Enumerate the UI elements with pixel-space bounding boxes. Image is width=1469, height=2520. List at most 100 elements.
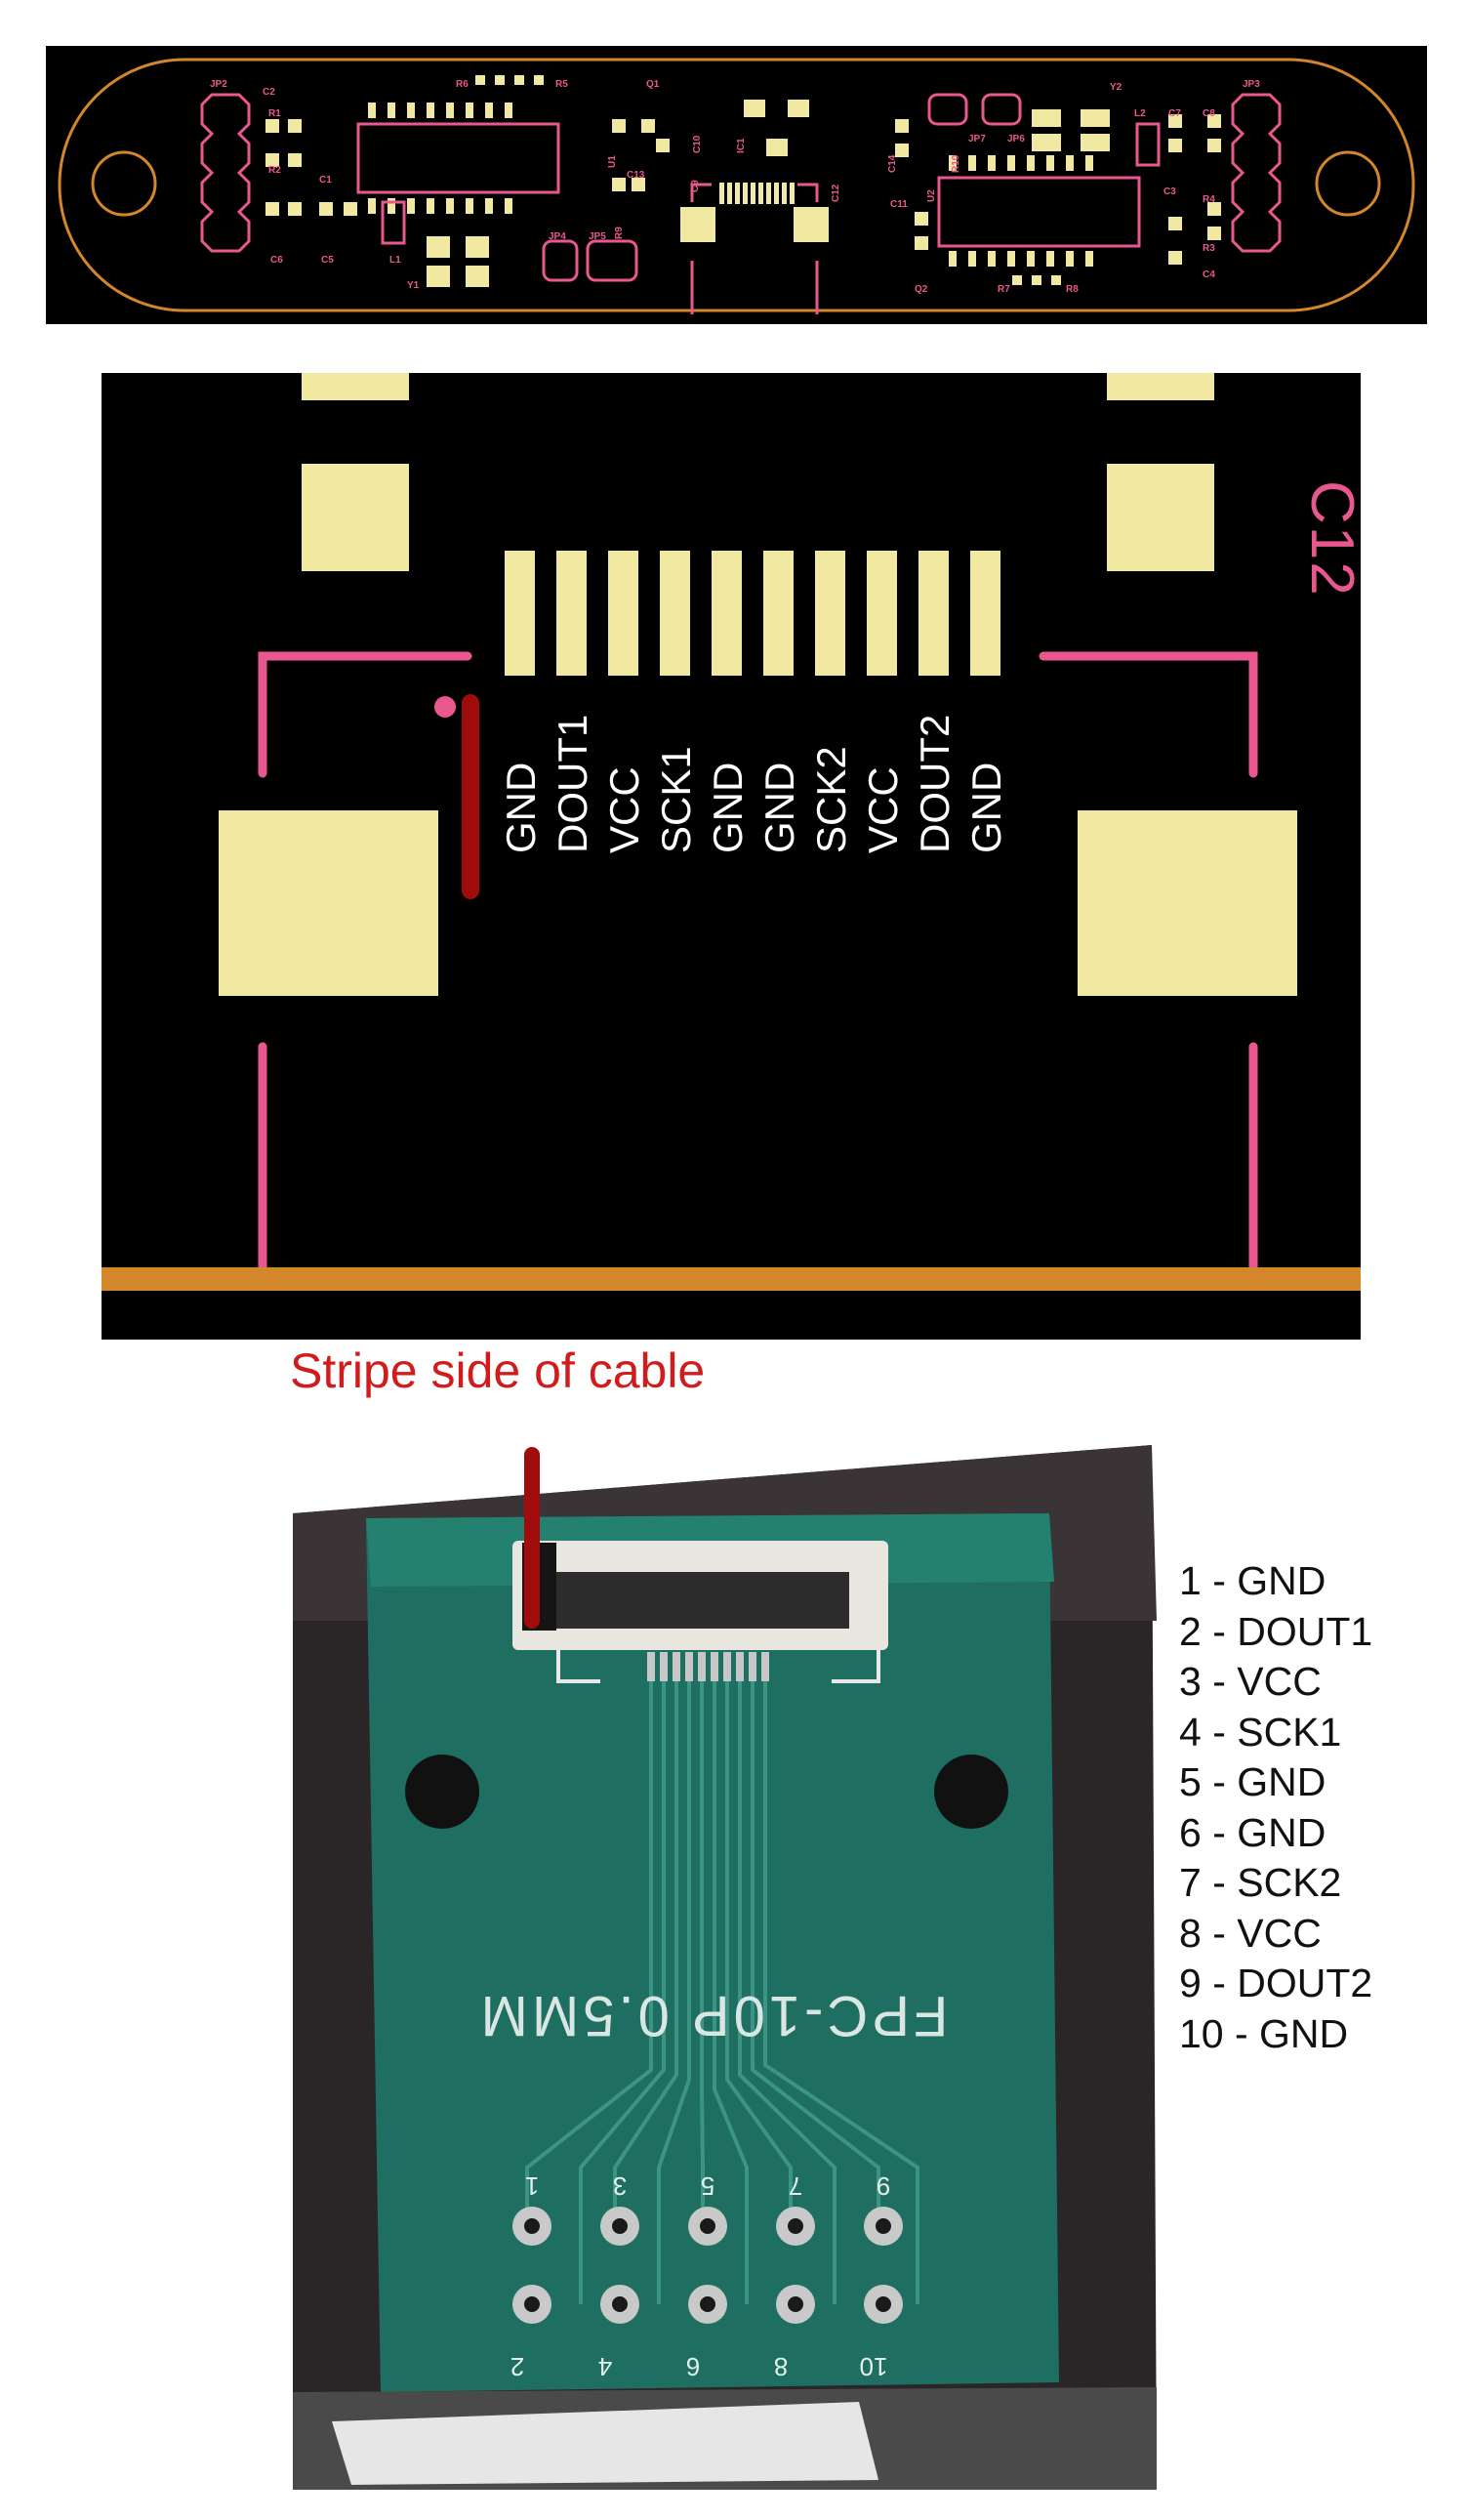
silk-label: R4 [1203, 194, 1215, 205]
header-jp2 [200, 93, 251, 253]
silk-label: C10 [692, 135, 703, 153]
pin-label: GND [705, 763, 751, 853]
silk-label: R2 [268, 165, 281, 176]
pad-square [1107, 464, 1214, 571]
connector-finger [970, 551, 1000, 676]
pinout-item: 3 - VCC [1179, 1659, 1322, 1704]
silk-label: JP2 [210, 79, 227, 90]
connector-finger [918, 551, 949, 676]
mounting-hole-right [1315, 150, 1381, 217]
fpc-fine-pads [647, 1652, 769, 1681]
connector-finger [505, 551, 535, 676]
pad-mount-left [219, 810, 438, 996]
mounting-hole-left [91, 150, 157, 217]
pad-partial [302, 373, 409, 400]
silk-label: C3 [1163, 186, 1176, 197]
fpc-mount-hole-left [405, 1755, 479, 1829]
fpc-breakout-photo: FPC-10P 0.5MM 1 3 5 7 9 2 4 6 8 10 [293, 1445, 1157, 2490]
fpc-through-holes [512, 2207, 903, 2324]
fpc-mount-hole-right [934, 1755, 1008, 1829]
silk-label: Q2 [915, 284, 928, 295]
pinout-list: 1 - GND 2 - DOUT1 3 - VCC 4 - SCK1 5 - G… [1179, 1556, 1372, 2059]
silk-label: R10 [951, 154, 961, 173]
connector-silk-outline [258, 651, 1258, 1278]
fpc-cable [332, 2402, 878, 2485]
pad-number: 5 [701, 2171, 714, 2201]
silk-label: U1 [607, 155, 618, 168]
pad-mount-right [1078, 810, 1297, 996]
silk-label: JP4 [549, 231, 566, 242]
silk-label: C14 [887, 154, 898, 173]
silk-label: L2 [1134, 108, 1146, 119]
header-jp3 [1231, 93, 1282, 253]
stripe-side-label: Stripe side of cable [290, 1343, 706, 1398]
pad-number: 8 [774, 2352, 788, 2381]
pad-number: 2 [510, 2352, 524, 2381]
connector-finger [867, 551, 897, 676]
silkscreen-labels: JP2 C2 R1 R2 C1 C6 C5 L1 Y1 R6 R5 Q1 C10… [210, 79, 1260, 295]
pinout-item: 1 - GND [1179, 1558, 1326, 1603]
silk-label: C13 [627, 170, 645, 181]
silk-label: Y1 [407, 280, 420, 291]
pin-label: GND [756, 763, 802, 853]
pin-label: SCK2 [808, 746, 854, 853]
board-outline [58, 58, 1415, 312]
pcb-top-view: JP2 C2 R1 R2 C1 C6 C5 L1 Y1 R6 R5 Q1 C10… [46, 46, 1427, 324]
silk-label: JP3 [1243, 79, 1260, 90]
pin-label: DOUT2 [912, 715, 958, 853]
pad-partial [1107, 373, 1214, 400]
silk-label: C1 [319, 175, 332, 186]
silk-label: C5 [321, 255, 334, 266]
pin-label: VCC [601, 766, 647, 853]
pad-number: 1 [525, 2171, 539, 2201]
pad-number: 10 [860, 2352, 888, 2381]
silk-label: JP5 [589, 231, 606, 242]
connector-finger [815, 551, 845, 676]
board-edge-strip [102, 1267, 1361, 1291]
silk-label: Y2 [1110, 82, 1122, 93]
silk-label: U2 [926, 189, 937, 202]
silk-label: C6 [270, 255, 283, 266]
silk-label: JP7 [968, 134, 986, 145]
silk-outlines [381, 93, 1161, 282]
pad-number: 4 [598, 2352, 612, 2381]
silk-label: Q1 [646, 79, 660, 90]
silk-label: R1 [268, 108, 281, 119]
pad-number: 3 [613, 2171, 627, 2201]
silk-label: C11 [890, 199, 908, 210]
chip-u2-pins [949, 155, 1093, 267]
silk-label: JP6 [1007, 134, 1025, 145]
pin-labels: GND DOUT1 VCC SCK1 GND GND SCK2 VCC DOUT… [498, 715, 1009, 853]
pinout-item: 4 - SCK1 [1179, 1709, 1342, 1755]
pin-label: VCC [860, 766, 906, 853]
pin1-indicator-dot [434, 696, 456, 718]
silk-label: C7 [1168, 108, 1181, 119]
connector-finger [763, 551, 794, 676]
pad-number: 7 [789, 2171, 802, 2201]
pin-label: GND [963, 763, 1009, 853]
pinout-item: 9 - DOUT2 [1179, 1961, 1373, 2005]
pin-label: GND [498, 763, 544, 853]
pinout-item: 8 - VCC [1179, 1910, 1322, 1956]
fpc-traces [525, 1681, 919, 2304]
passive-pads [265, 75, 1221, 287]
connector-fingers [505, 551, 1000, 676]
connector-finger [608, 551, 638, 676]
chip-u1-pins [368, 103, 512, 214]
connector-finger [712, 551, 742, 676]
pcb-connector-zoom: C12 GND DOUT1 VCC SCK1 GND GND SCK2 VCC … [102, 373, 1361, 1340]
chip-u1-outline [356, 122, 560, 194]
connector-finger [556, 551, 587, 676]
pad-number: 6 [686, 2352, 700, 2381]
fpc-silk-outline [556, 1650, 880, 1683]
pin-label: SCK1 [653, 746, 699, 853]
silk-label: C12 [831, 184, 841, 202]
silk-label: C8 [1203, 108, 1215, 119]
silk-label: R8 [1066, 284, 1079, 295]
pinout-item: 6 - GND [1179, 1809, 1326, 1855]
pinout-item: 2 - DOUT1 [1179, 1608, 1373, 1654]
silk-label: IC1 [736, 138, 747, 153]
silk-label: C2 [263, 87, 275, 98]
fpc-board-marking: FPC-10P 0.5MM [477, 1984, 949, 2047]
pad-square [302, 464, 409, 571]
